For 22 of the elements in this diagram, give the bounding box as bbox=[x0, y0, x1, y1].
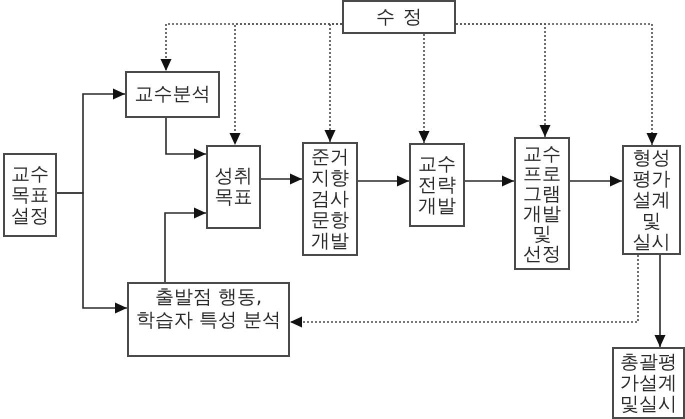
arrow bbox=[165, 118, 206, 160]
process-box: 교수목표 설정 bbox=[3, 153, 57, 237]
arrow bbox=[164, 208, 206, 282]
arrow bbox=[654, 255, 666, 347]
dotted-arrow bbox=[456, 23, 658, 145]
arrow bbox=[570, 176, 622, 186]
dotted-arrow bbox=[418, 34, 430, 143]
process-box: 준거지향 검사문항 개발 bbox=[302, 142, 358, 256]
process-box: 교수전략 개발 bbox=[409, 143, 465, 227]
process-box: 교수프로그램 개발 및 선정 bbox=[514, 137, 570, 270]
dotted-arrow bbox=[324, 23, 342, 142]
arrow bbox=[358, 176, 409, 186]
arrow bbox=[261, 174, 302, 184]
dotted-arrow bbox=[290, 255, 639, 328]
process-box: 형성평가 설계 및 실시 bbox=[622, 145, 681, 255]
process-box: 교수분석 bbox=[125, 71, 220, 118]
process-box: 출발점 행동, 학습자 특성 분석 bbox=[127, 282, 290, 357]
process-box: 총괄평가설계및실시 bbox=[612, 347, 685, 419]
arrow bbox=[465, 176, 514, 186]
arrow bbox=[57, 192, 127, 314]
process-box: 성취목표 bbox=[206, 145, 261, 229]
process-box: 수 정 bbox=[342, 0, 456, 34]
